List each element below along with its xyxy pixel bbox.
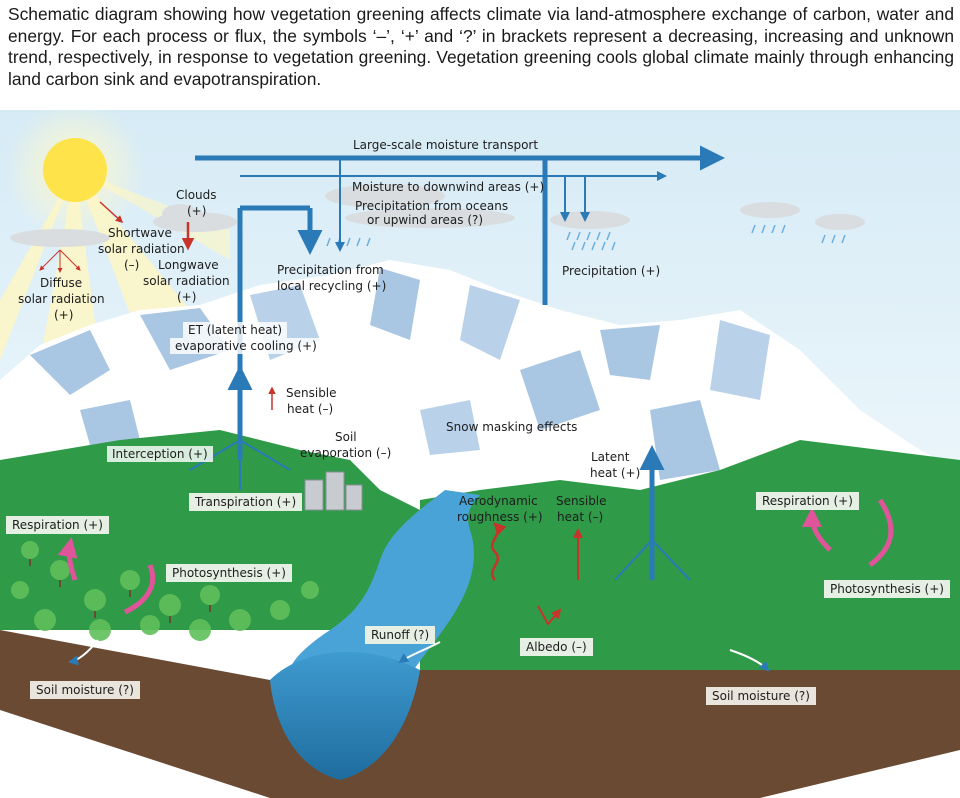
label-soil-evap-1: Soil bbox=[335, 430, 357, 444]
label-respiration-right: Respiration (+) bbox=[756, 492, 859, 510]
figure-caption: Schematic diagram showing how vegetation… bbox=[8, 4, 954, 89]
label-precip-local-2: local recycling (+) bbox=[277, 279, 387, 293]
carbon-cycle-left bbox=[69, 545, 156, 615]
label-transpiration: Transpiration (+) bbox=[189, 493, 303, 511]
tree-trunks bbox=[29, 559, 211, 623]
label-diffuse-3: (+) bbox=[54, 308, 74, 322]
latent-heat-fork bbox=[614, 538, 691, 581]
label-soil-moisture-right: Soil moisture (?) bbox=[706, 687, 816, 705]
soil-moisture-left-arrow bbox=[68, 639, 99, 666]
label-et-2: evaporative cooling (+) bbox=[170, 338, 322, 354]
soil-layer bbox=[0, 630, 960, 798]
shortwave-arrow bbox=[99, 201, 124, 224]
label-clouds-2: (+) bbox=[187, 204, 207, 218]
buildings-icon bbox=[304, 471, 363, 511]
label-longwave-3: (+) bbox=[177, 290, 197, 304]
label-longwave-1: Longwave bbox=[158, 258, 219, 272]
label-precip-local-1: Precipitation from bbox=[277, 263, 384, 277]
label-latent-right-1: Latent bbox=[591, 450, 630, 464]
label-snow-masking: Snow masking effects bbox=[446, 420, 578, 434]
carbon-cycle-right bbox=[812, 498, 894, 567]
label-runoff: Runoff (?) bbox=[365, 626, 436, 644]
label-longwave-2: solar radiation bbox=[143, 274, 230, 288]
label-sensible-right-1: Sensible bbox=[556, 494, 607, 508]
sun-icon bbox=[0, 110, 230, 360]
label-precip-oceans-2: or upwind areas (?) bbox=[367, 213, 484, 227]
label-precip-oceans-1: Precipitation from oceans bbox=[355, 199, 509, 213]
label-interception: Interception (+) bbox=[107, 446, 213, 462]
label-clouds-1: Clouds bbox=[176, 188, 217, 202]
label-et-1: ET (latent heat) bbox=[183, 322, 288, 338]
label-photosynthesis-right: Photosynthesis (+) bbox=[824, 580, 950, 598]
label-sensible-left-1: Sensible bbox=[286, 386, 337, 400]
label-soil-evap-2: evaporation (–) bbox=[300, 446, 392, 460]
albedo-arrow bbox=[537, 605, 562, 626]
label-photosynthesis-left: Photosynthesis (+) bbox=[166, 564, 292, 582]
label-latent-right-2: heat (+) bbox=[590, 466, 641, 480]
label-aero-1: Aerodynamic bbox=[459, 494, 538, 508]
label-shortwave-2: solar radiation bbox=[98, 242, 185, 256]
label-moisture-downwind: Moisture to downwind areas (+) bbox=[352, 180, 545, 194]
diffuse-arrows bbox=[39, 249, 81, 273]
landscape-illustration bbox=[0, 110, 960, 798]
label-precipitation: Precipitation (+) bbox=[562, 264, 661, 278]
runoff-arrow bbox=[398, 641, 441, 664]
aerodynamic-roughness-icon bbox=[490, 522, 507, 581]
label-soil-moisture-left: Soil moisture (?) bbox=[30, 681, 140, 699]
rain-icon bbox=[326, 224, 846, 251]
label-diffuse-1: Diffuse bbox=[40, 276, 83, 290]
diagram-scene: Large-scale moisture transport Moisture … bbox=[0, 110, 960, 798]
label-shortwave-1: Shortwave bbox=[108, 226, 172, 240]
label-diffuse-2: solar radiation bbox=[18, 292, 105, 306]
label-aero-2: roughness (+) bbox=[457, 510, 543, 524]
label-large-scale: Large-scale moisture transport bbox=[353, 138, 539, 152]
tree-canopy bbox=[11, 541, 319, 641]
cloud-icon bbox=[10, 184, 865, 247]
label-albedo: Albedo (–) bbox=[520, 638, 593, 656]
label-sensible-right-2: heat (–) bbox=[557, 510, 604, 524]
lake bbox=[270, 651, 420, 780]
label-shortwave-3: (–) bbox=[124, 258, 140, 272]
label-sensible-left-2: heat (–) bbox=[287, 402, 334, 416]
soil-moisture-right-arrow bbox=[729, 649, 770, 672]
label-respiration-left: Respiration (+) bbox=[6, 516, 109, 534]
